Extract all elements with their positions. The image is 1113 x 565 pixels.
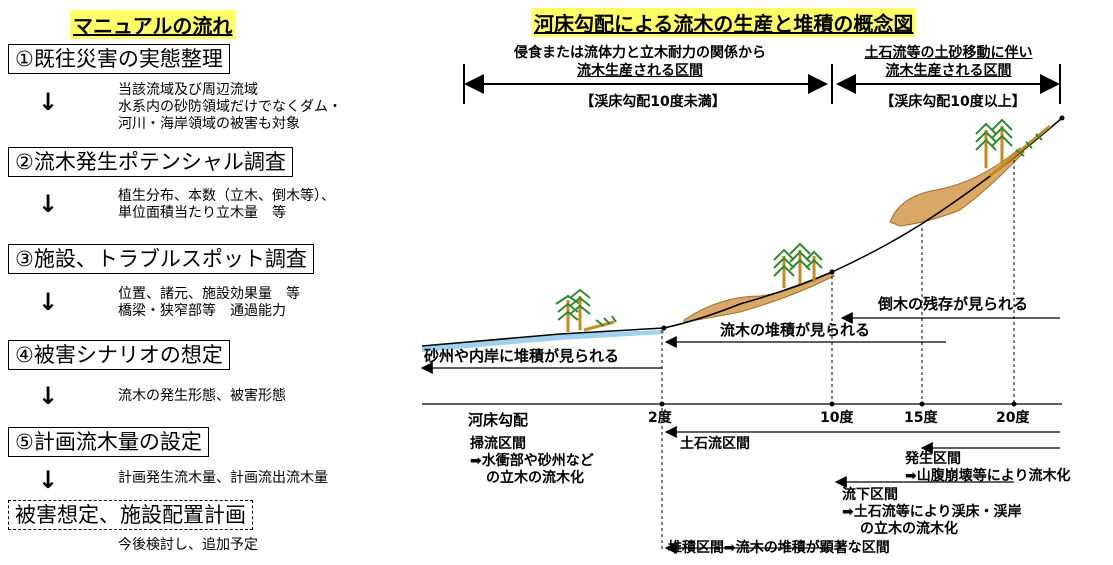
deposition-label: 堆積区間➡流木の堆積が顕著な区間 [668,540,890,556]
fallen-trees-label: 倒木の残存が見られる [878,295,1029,313]
axis-tick-dot [659,401,665,407]
step-4-box: ④被害シナリオの想定 [8,340,230,370]
step-6-label: 被害想定、施設配置計画 [15,503,246,527]
step-1-notes: 当該流域及び周辺流域 水系内の砂防領域だけでなくダム・ 河川・海岸領域の被害も対… [118,82,342,133]
flow-down-title: 流下区間 [842,487,898,503]
tick-label-20deg: 20度 [996,410,1030,426]
zone-left-slope: 【渓床勾配10度未満】 [580,94,726,110]
down-arrow-icon: ↓ [38,382,59,410]
zone-right-line1: 土石流等の土砂移動に伴い [864,45,1033,61]
step-5-label: ⑤計画流木量の設定 [15,430,202,454]
step-4-note: 流木の発生形態、被害形態 [118,388,286,404]
flow-down-line1: ➡土石流等により渓床・渓岸 [842,504,1022,520]
axis-tick-dot [829,401,835,407]
step-1-note: 河川・海岸領域の被害も対象 [118,116,300,132]
water-area [422,330,664,352]
step-2-notes: 植生分布、本数（立木、倒木等）、 単位面積当たり立木量 等 [118,188,335,222]
generation-title: 発生区間 [905,451,961,467]
tick-label-2deg: 2度 [648,410,672,426]
step-2-label: ②流木発生ポテンシャル調査 [15,150,286,174]
down-arrow-icon: ↓ [38,190,59,218]
step-6-notes: 今後検討し、追加予定 [118,537,258,554]
step-1-note: 当該流域及び周辺流域 [118,82,258,98]
debris-flow-label: 土石流区間 [680,436,750,452]
sweep-line1: ➡水衝部や砂州など [470,453,594,469]
down-arrow-icon: ↓ [38,88,59,116]
profile-point [1059,115,1065,121]
down-arrow-icon: ↓ [38,288,59,316]
flow-down-section: 流下区間 ➡土石流等により渓床・渓岸 の立木の流木化 [842,487,1021,538]
step-3-label: ③施設、トラブルスポット調査 [15,247,307,271]
zone-left-line1: 侵食または流体力と立木耐力の関係から [514,45,766,61]
step-2-note: 単位面積当たり立木量 等 [118,205,286,221]
step-6-note: 今後検討し、追加予定 [118,537,258,553]
tick-label-10deg: 10度 [820,410,854,426]
generation-section: 発生区間 ➡山腹崩壊等により流木化 [905,451,1070,485]
tree-group-icon [555,288,617,332]
deposit-label: 流木の堆積が見られる [720,321,871,339]
step-2-box: ②流木発生ポテンシャル調査 [8,147,293,177]
step-5-box: ⑤計画流木量の設定 [8,427,209,457]
sandbar-label: 砂州や内岸に堆積が見られる [424,347,620,365]
step-1-note: 水系内の砂防領域だけでなくダム・ [118,99,342,115]
flow-down-line2: の立木の流木化 [860,521,958,537]
axis-tick-dot [919,401,925,407]
sweep-section: 掃流区間 ➡水衝部や砂州など の立木の流木化 [470,436,594,487]
step-4-label: ④被害シナリオの想定 [15,343,223,367]
diagram-title: 河床勾配による流木の生産と堆積の概念図 [531,8,917,37]
step-1-label: ①既往災害の実態整理 [15,47,223,71]
slope-axis-label: 河床勾配 [468,411,529,429]
step-3-note: 位置、諸元、施設効果量 等 [118,286,300,302]
step-6-box: 被害想定、施設配置計画 [8,500,253,530]
tree-group-icon [773,242,823,288]
step-5-note: 計画発生流木量、計画流出流木量 [118,470,328,486]
tree-group-icon [975,118,1051,178]
step-3-note: 橋梁・狭窄部等 通過能力 [118,303,286,319]
profile-point [661,325,667,331]
zone-right-slope: 【渓床勾配10度以上】 [880,94,1026,110]
sediment-deposit [889,147,1025,227]
step-3-box: ③施設、トラブルスポット調査 [8,244,314,274]
manual-flow-title: マニュアルの流れ [70,10,236,39]
generation-line1: ➡山腹崩壊等により流木化 [905,468,1071,484]
axis-tick-dot [1011,401,1017,407]
sweep-line2: の立木の流木化 [486,470,584,486]
sweep-title: 掃流区間 [470,436,526,452]
step-2-note: 植生分布、本数（立木、倒木等）、 [118,188,335,204]
riverbed-profile [421,117,1063,347]
step-4-notes: 流木の発生形態、被害形態 [118,388,286,405]
profile-point [829,269,835,275]
sediment-deposit [683,271,835,323]
step-1-box: ①既往災害の実態整理 [8,44,230,74]
down-arrow-icon: ↓ [38,466,59,494]
step-3-notes: 位置、諸元、施設効果量 等 橋梁・狭窄部等 通過能力 [118,286,300,320]
tick-label-15deg: 15度 [904,410,938,426]
step-5-notes: 計画発生流木量、計画流出流木量 [118,470,328,487]
